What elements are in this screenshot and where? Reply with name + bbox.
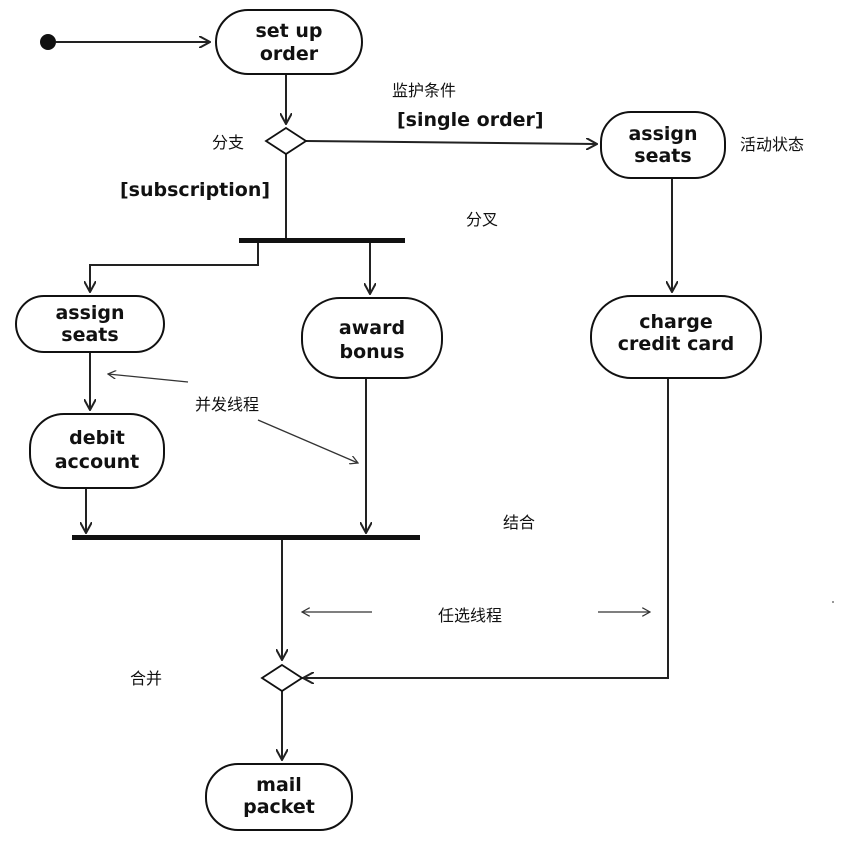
edge-fork-to-assign-left [90,241,259,292]
branch-diamond [264,126,308,156]
node-award-bonus: award bonus [301,297,443,379]
pointer-concurrent-right [257,419,358,463]
award-bonus-line1: award [339,317,405,339]
scan-speck [832,601,834,603]
charge-credit-card-line1: charge [639,311,712,333]
assign-seats-left-line2: seats [61,324,118,346]
mail-packet-line2: packet [243,796,315,818]
merge-diamond [260,663,304,693]
mail-packet-line1: mail [256,774,302,796]
node-setup-order: set up order [215,9,363,75]
debit-account-line2: account [55,451,140,473]
annotation-alternative-threads: 任选线程 [438,606,502,625]
fork-bar [239,238,405,243]
pointer-concurrent-left [108,374,189,383]
annotation-fork: 分叉 [466,210,498,229]
node-mail-packet: mail packet [205,763,353,831]
node-debit-account: debit account [29,413,165,489]
edge-branch-to-assign-right [305,141,597,144]
award-bonus-line2: bonus [339,341,404,363]
assign-seats-right-line2: seats [634,145,691,167]
annotation-join: 结合 [503,513,535,532]
annotation-merge: 合并 [130,669,162,688]
annotation-guard-condition: 监护条件 [392,81,456,100]
annotation-activity-state: 活动状态 [740,135,804,154]
assign-seats-right-line1: assign [628,123,697,145]
node-assign-seats-right: assign seats [600,111,726,179]
annotation-branch: 分支 [212,133,244,152]
guard-subscription: [subscription] [120,179,270,201]
join-bar [72,535,420,540]
guard-single-order: [single order] [397,109,544,131]
debit-account-line1: debit [69,427,125,449]
node-assign-seats-left: assign seats [15,295,165,353]
charge-credit-card-line2: credit card [618,333,734,355]
edge-charge-to-merge [303,378,669,678]
assign-seats-left-line1: assign [55,302,124,324]
initial-node [40,34,56,50]
setup-order-line2: order [260,43,319,65]
node-charge-credit-card: charge credit card [590,295,762,379]
annotation-concurrent-threads: 并发线程 [195,395,259,414]
setup-order-line1: set up [255,20,322,42]
